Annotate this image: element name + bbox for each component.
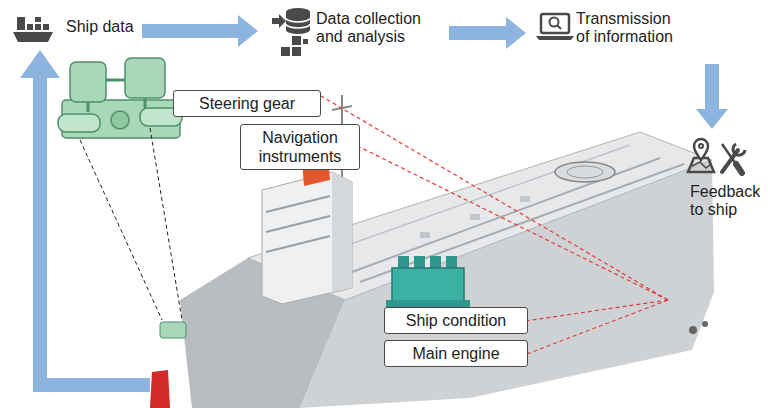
ship-icon-container — [35, 24, 41, 30]
data-block — [292, 36, 301, 45]
ship-icon — [13, 17, 53, 42]
hatch — [420, 232, 430, 238]
detail-leader — [150, 128, 182, 320]
detail-leader — [80, 140, 162, 320]
database-arrow — [272, 14, 286, 28]
step-label: Data collection and analysis — [316, 10, 441, 47]
leader-line — [321, 96, 668, 300]
flow-step: Data collection and analysis — [262, 4, 445, 64]
magnifier-handle — [558, 26, 562, 30]
window-row — [266, 216, 330, 232]
callout-label: Main engine — [412, 344, 499, 363]
step-label: Feedback to ship — [690, 183, 764, 220]
ship-icon-container — [27, 24, 33, 30]
callout-box: Main engine — [384, 340, 528, 367]
steering-gear-small — [160, 322, 186, 338]
step-label: Transmission of information — [576, 10, 688, 47]
laptop-icon — [536, 14, 574, 40]
steering-gear-detail — [58, 58, 182, 138]
gear-hub — [111, 111, 129, 129]
accommodation-side — [332, 172, 352, 292]
hatch — [520, 196, 530, 202]
leader-line — [528, 300, 668, 321]
wrench-head — [733, 144, 745, 155]
data-block — [281, 47, 290, 56]
accommodation — [262, 172, 352, 304]
callout-box: Navigation instruments — [240, 124, 360, 170]
hawse-hole — [702, 321, 708, 327]
callout-box: Ship condition — [384, 307, 528, 334]
flow-arrow — [142, 15, 258, 47]
magnifier — [550, 18, 559, 27]
deck-pipe — [352, 158, 660, 272]
database-body — [286, 8, 310, 34]
callout-box: Steering gear — [173, 90, 321, 117]
step-label: Ship data — [66, 18, 134, 36]
hawse-hole — [689, 326, 697, 334]
window-row — [266, 196, 330, 212]
window-row — [266, 236, 330, 252]
gear-cylinder — [58, 114, 100, 132]
main-engine — [386, 256, 470, 312]
map-fold — [692, 162, 711, 168]
flow-step: Feedback to ship — [668, 133, 768, 300]
laptop-base — [536, 36, 574, 40]
database-icon — [272, 8, 310, 56]
flow-arrow — [449, 17, 526, 49]
gear-pipe — [88, 80, 145, 112]
ship-icon-bridge — [17, 17, 25, 30]
map-pin — [694, 139, 708, 160]
flow-arrow — [696, 64, 728, 129]
data-block — [303, 39, 308, 44]
database-stripe — [286, 18, 310, 28]
laptop-screen — [541, 14, 569, 33]
gear-motor — [125, 58, 165, 98]
helideck — [555, 162, 615, 182]
screwdriver-handle — [736, 164, 742, 173]
gear-motor — [70, 62, 106, 102]
map-pin-dot — [699, 144, 703, 148]
data-block — [292, 47, 301, 56]
feedback-icon — [688, 139, 745, 173]
callout-label: Ship condition — [406, 311, 507, 330]
ship-hull — [180, 132, 714, 408]
helideck-ring — [567, 166, 603, 178]
rudder — [150, 370, 170, 408]
flow-step: Ship data — [8, 8, 138, 48]
hatch — [470, 214, 480, 220]
callout-label: Steering gear — [199, 94, 295, 113]
screwdriver — [722, 144, 736, 164]
ship-icon-hull — [13, 32, 53, 42]
ship-icon-container — [35, 17, 41, 22]
leader-line — [360, 147, 668, 300]
callout-label: Navigation instruments — [249, 128, 351, 166]
flow-step: Transmission of information — [530, 4, 720, 60]
leader-line — [528, 300, 668, 354]
ship-icon-container — [43, 24, 49, 30]
